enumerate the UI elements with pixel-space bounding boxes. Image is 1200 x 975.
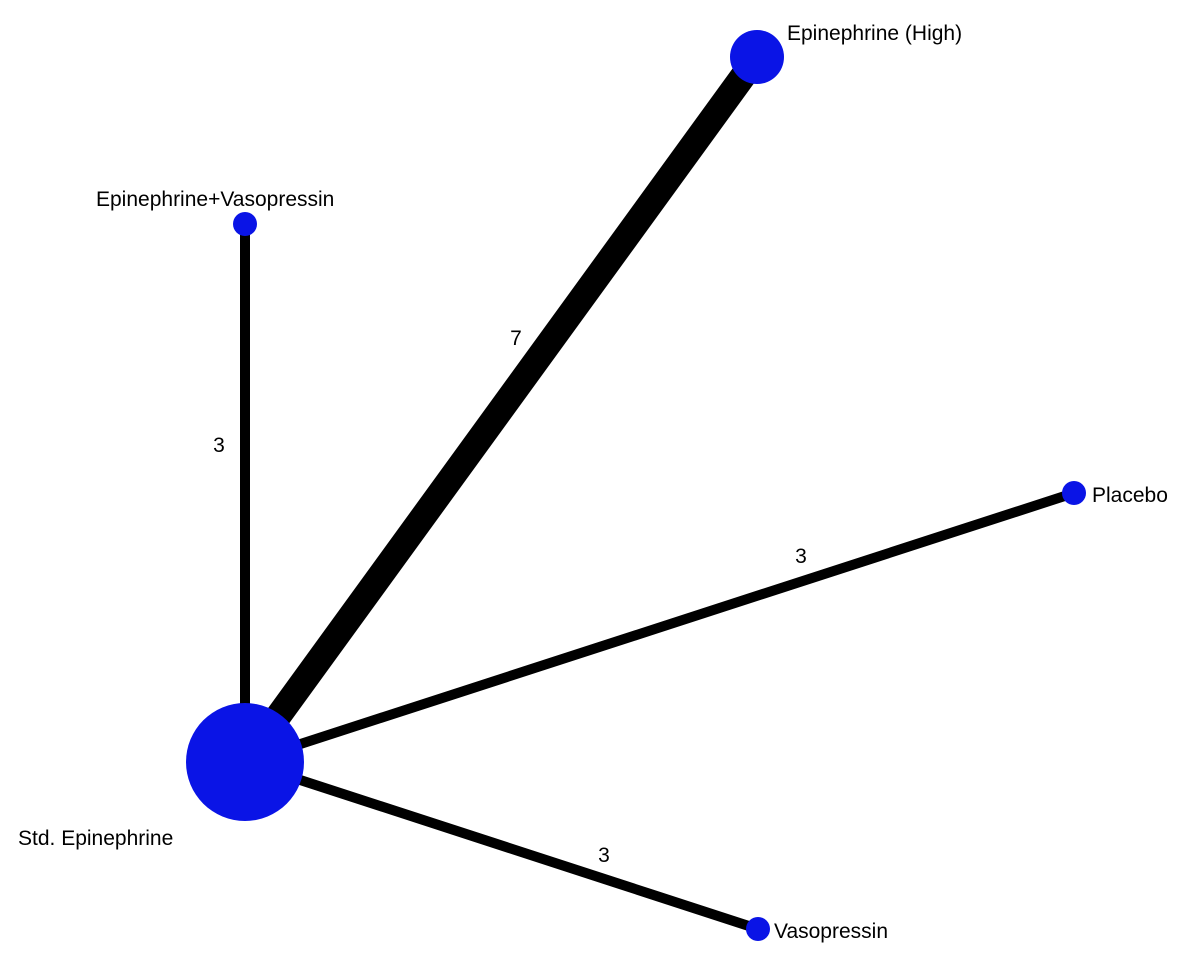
node-label-epinephrine-high: Epinephrine (High) [787,22,962,45]
nodes [186,30,1086,941]
node-label-std-epinephrine: Std. Epinephrine [18,827,173,850]
node-epinephrine-vasopressin [233,212,257,236]
edge-std-epinephrine-epinephrine-high [234,49,768,770]
edge-label-placebo: 3 [795,545,807,568]
node-label-placebo: Placebo [1092,484,1168,507]
node-placebo [1062,481,1086,505]
edge-label-epinephrine-high: 7 [510,327,522,350]
node-labels: Std. Epinephrine Epinephrine (High) Epin… [18,22,1168,943]
node-epinephrine-high [730,30,784,84]
node-label-epinephrine-vasopressin: Epinephrine+Vasopressin [96,188,334,211]
edge-std-epinephrine-placebo [243,488,1076,767]
edges [234,49,1076,934]
node-vasopressin [746,917,770,941]
edge-labels: 7 3 3 3 [213,327,807,867]
edge-label-epinephrine-vasopressin: 3 [213,434,225,457]
edge-std-epinephrine-vasopressin [243,757,760,934]
node-std-epinephrine [186,703,304,821]
node-label-vasopressin: Vasopressin [774,920,888,943]
edge-label-vasopressin: 3 [598,844,610,867]
